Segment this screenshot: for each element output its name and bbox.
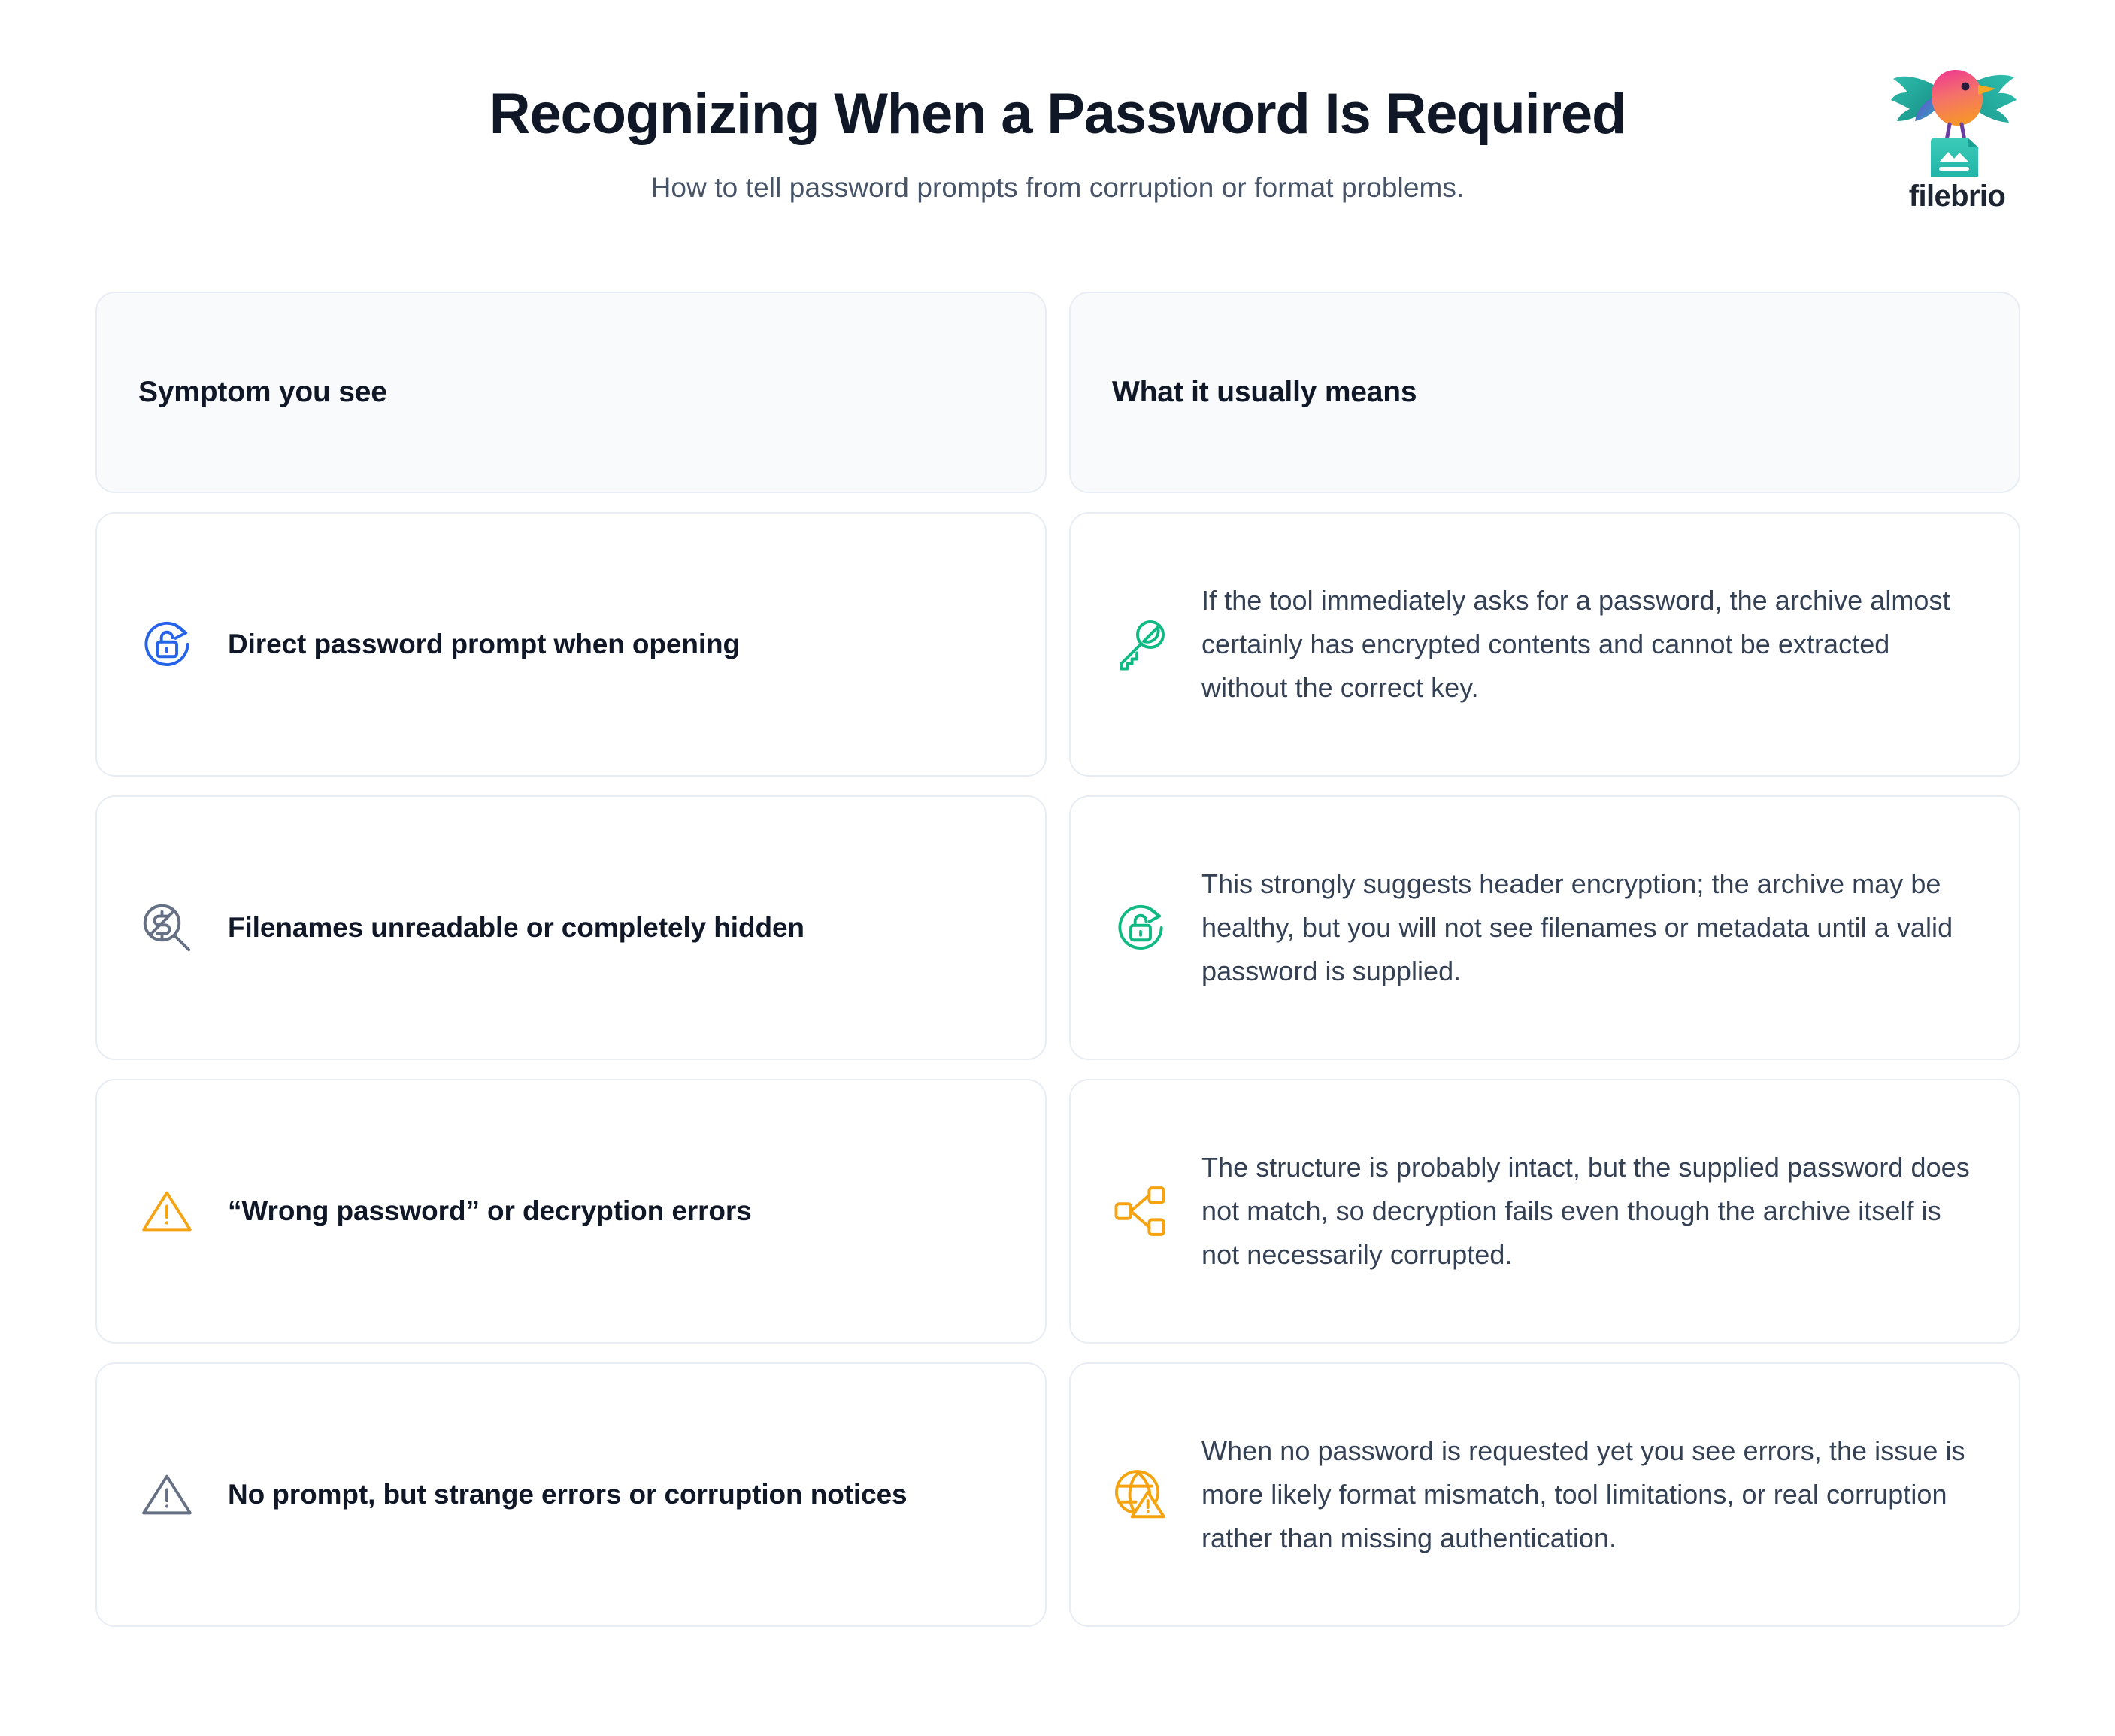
page-header: Recognizing When a Password Is Required … bbox=[0, 0, 2115, 204]
warning-triangle-icon bbox=[136, 1464, 198, 1525]
table-row: When no password is requested yet you se… bbox=[1069, 1362, 2020, 1627]
column-header-label: Symptom you see bbox=[138, 376, 387, 408]
brand-logo: filebrio bbox=[1859, 56, 2055, 226]
table-header-symptom: Symptom you see bbox=[95, 292, 1047, 493]
warning-triangle-icon bbox=[136, 1180, 198, 1242]
symptom-label: “Wrong password” or decryption errors bbox=[228, 1195, 752, 1227]
symptom-label: No prompt, but strange errors or corrupt… bbox=[228, 1479, 908, 1510]
table-row: Direct password prompt when opening bbox=[95, 512, 1047, 777]
column-header-label: What it usually means bbox=[1112, 376, 1417, 408]
bird-on-file-logo-icon bbox=[1891, 70, 2017, 177]
unlock-rotate-icon bbox=[1110, 897, 1171, 959]
meaning-text: This strongly suggests header encryption… bbox=[1201, 868, 1953, 987]
unlock-rotate-icon bbox=[136, 614, 198, 675]
key-icon bbox=[1110, 614, 1171, 675]
meaning-text: The structure is probably intact, but th… bbox=[1201, 1151, 1970, 1271]
table-row: The structure is probably intact, but th… bbox=[1069, 1079, 2020, 1344]
table-row: “Wrong password” or decryption errors bbox=[95, 1079, 1047, 1344]
meaning-text: When no password is requested yet you se… bbox=[1201, 1435, 1965, 1554]
no-search-dollar-icon bbox=[136, 897, 198, 959]
table-row: This strongly suggests header encryption… bbox=[1069, 795, 2020, 1060]
comparison-table: Symptom you see What it usually means Di… bbox=[95, 292, 2020, 1627]
table-row: No prompt, but strange errors or corrupt… bbox=[95, 1362, 1047, 1627]
globe-warning-icon bbox=[1110, 1464, 1171, 1525]
table-header-meaning: What it usually means bbox=[1069, 292, 2020, 493]
table-row: If the tool immediately asks for a passw… bbox=[1069, 512, 2020, 777]
share-nodes-icon bbox=[1110, 1180, 1171, 1242]
brand-wordmark: filebrio bbox=[1908, 180, 2006, 213]
page-title: Recognizing When a Password Is Required bbox=[489, 82, 1627, 146]
meaning-text: If the tool immediately asks for a passw… bbox=[1201, 584, 1950, 704]
symptom-label: Filenames unreadable or completely hidde… bbox=[228, 912, 804, 944]
symptom-label: Direct password prompt when opening bbox=[228, 629, 741, 660]
page-subtitle: How to tell password prompts from corrup… bbox=[650, 172, 1465, 204]
table-row: Filenames unreadable or completely hidde… bbox=[95, 795, 1047, 1060]
